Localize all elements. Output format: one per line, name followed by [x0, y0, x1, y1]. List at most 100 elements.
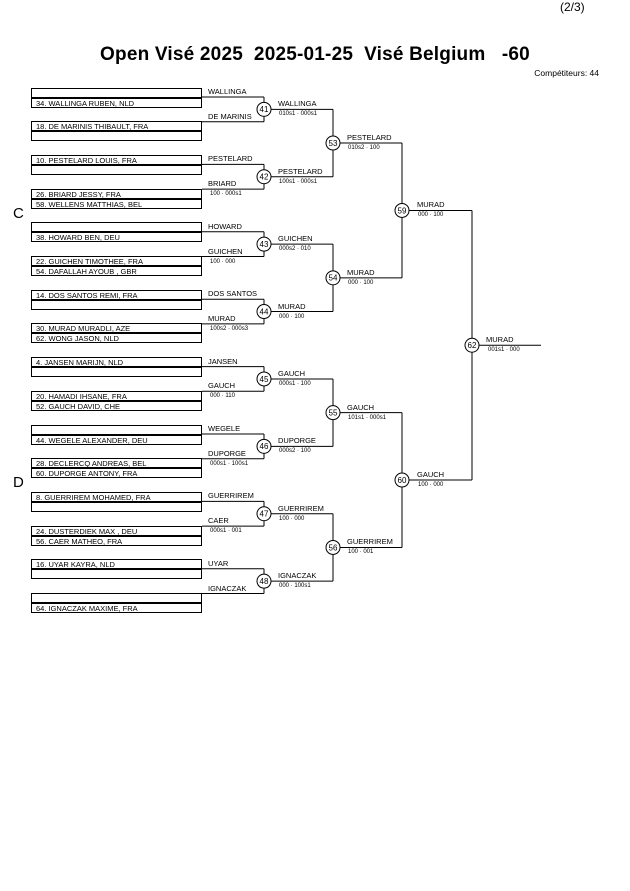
- match-circle: [325, 405, 341, 421]
- competitor-count: Compétiteurs: 44: [534, 68, 599, 78]
- r2-score: 000 · 100s1: [279, 583, 311, 590]
- entry-box: 22. GUICHEN TIMOTHEE, FRA: [31, 256, 202, 266]
- r4-winner-name: GAUCH: [417, 470, 445, 480]
- r3-score: 010s2 · 100: [348, 145, 380, 152]
- r1-top-name: WALLINGA: [208, 87, 247, 96]
- match-number: 56: [329, 543, 338, 552]
- r1-score: 100 · 000: [210, 258, 236, 265]
- match-number: 47: [260, 510, 269, 519]
- r2-winner-name: PESTELARD: [278, 166, 323, 176]
- r2-score: 000s2 · 010: [279, 246, 311, 253]
- r2-winner-name: DUPORGE: [278, 436, 316, 446]
- match-number: 48: [260, 577, 269, 586]
- final-score: 001s1 · 000: [488, 347, 520, 354]
- match-number: 54: [329, 274, 338, 283]
- entry-box: 10. PESTELARD LOUIS, FRA: [31, 154, 202, 165]
- r1-bottom-name: MURAD: [208, 313, 236, 323]
- entry-box: [31, 593, 202, 603]
- r2-score: 100 · 000: [279, 515, 305, 522]
- pool-label-d: D: [13, 474, 24, 491]
- r1-score: 100 · 000s1: [210, 191, 242, 198]
- r2-winner-name: GAUCH: [278, 368, 306, 378]
- entry-box: 18. DE MARINIS THIBAULT, FRA: [31, 121, 202, 132]
- entry-box: [31, 569, 202, 580]
- match-circle: [325, 135, 341, 151]
- match-number: 60: [398, 476, 407, 485]
- entry-box: 38. HOWARD BEN, DEU: [31, 232, 202, 243]
- r3-score: 100 · 001: [348, 549, 374, 556]
- page-title: Open Visé 2025 2025-01-25 Visé Belgium -…: [100, 44, 530, 65]
- match-circle: [325, 539, 341, 555]
- entry-box: 8. GUERRIREM MOHAMED, FRA: [31, 491, 202, 502]
- r2-winner-name: MURAD: [278, 301, 306, 311]
- entry-box: 44. WEGELE ALEXANDER, DEU: [31, 434, 202, 445]
- match-number: 42: [260, 173, 269, 182]
- entry-box: [31, 164, 202, 175]
- match-number: 41: [260, 105, 269, 114]
- entry-box: 34. WALLINGA RUBEN, NLD: [31, 97, 202, 108]
- r1-score: 000s1 · 001: [210, 528, 242, 535]
- r3-winner-name: MURAD: [347, 267, 375, 277]
- entry-box: [31, 501, 202, 512]
- r2-score: 000s1 · 100: [279, 380, 311, 387]
- entry-box: 58. WELLENS MATTHIAS, BEL: [31, 198, 202, 209]
- match-number: 53: [329, 139, 338, 148]
- r3-winner-name: PESTELARD: [347, 133, 392, 143]
- r2-score: 000 · 100: [279, 313, 305, 320]
- entry-box: 52. GAUCH DAVID, CHE: [31, 400, 202, 411]
- match-number: 55: [329, 408, 338, 417]
- r2-score: 010s1 · 000s1: [279, 111, 318, 118]
- r1-bottom-name: BRIARD: [208, 179, 237, 189]
- r4-winner-name: MURAD: [417, 200, 445, 210]
- r3-score: 101s1 · 000s1: [348, 414, 387, 421]
- r1-bottom-name: DE MARINIS: [208, 111, 252, 121]
- r4-score: 000 · 100: [418, 212, 444, 219]
- entry-box: 20. HAMADI IHSANE, FRA: [31, 390, 202, 401]
- r2-winner-name: GUICHEN: [278, 234, 313, 244]
- match-circle: [256, 236, 272, 252]
- r3-score: 000 · 100: [348, 279, 374, 286]
- r2-score: 000s2 · 100: [279, 448, 311, 455]
- entry-box: 14. DOS SANTOS REMI, FRA: [31, 289, 202, 300]
- r3-winner-name: GUERRIREM: [347, 537, 393, 547]
- entry-box: [31, 222, 202, 233]
- r2-winner-name: IGNACZAK: [278, 571, 317, 581]
- r1-bottom-name: GUICHEN: [208, 246, 243, 256]
- match-circle: [256, 573, 272, 589]
- r1-top-name: GUERRIREM: [208, 491, 254, 501]
- entry-box: [31, 424, 202, 435]
- entry-box: 30. MURAD MURADLI, AZE: [31, 323, 202, 334]
- match-circle: [256, 304, 272, 320]
- match-circle: [256, 101, 272, 117]
- match-circle: [325, 270, 341, 286]
- r1-top-name: HOWARD: [208, 221, 242, 231]
- r1-top-name: WEGELE: [208, 424, 241, 433]
- final-winner-name: MURAD: [486, 335, 514, 345]
- entry-box: 4. JANSEN MARIJN, NLD: [31, 357, 202, 368]
- r3-winner-name: GAUCH: [347, 402, 375, 412]
- match-circle: [394, 202, 410, 218]
- r1-bottom-name: GAUCH: [208, 381, 236, 391]
- entry-box: 28. DECLERCQ ANDREAS, BEL: [31, 458, 202, 469]
- entry-box: 62. WONG JASON, NLD: [31, 333, 202, 344]
- match-number: 45: [260, 375, 269, 384]
- match-circle: [256, 506, 272, 522]
- match-circle: [256, 169, 272, 185]
- page-number: (2/3): [560, 0, 585, 14]
- match-number: 44: [260, 307, 269, 316]
- r1-bottom-name: CAER: [208, 516, 229, 526]
- entry-box: [31, 131, 202, 142]
- r1-top-name: DOS SANTOS: [208, 289, 258, 299]
- entry-box: [31, 367, 202, 378]
- entry-box: [31, 87, 202, 98]
- entry-box: 54. DAFALLAH AYOUB , GBR: [31, 266, 202, 276]
- r1-top-name: PESTELARD: [208, 154, 253, 164]
- r1-bottom-name: IGNACZAK: [208, 583, 247, 593]
- r1-score: 000s1 · 100s1: [210, 460, 249, 467]
- entry-box: 24. DUSTERDIEK MAX , DEU: [31, 525, 202, 536]
- entry-box: 56. CAER MATHEO, FRA: [31, 535, 202, 546]
- r2-score: 100s1 · 000s1: [279, 178, 318, 185]
- entry-box: 64. IGNACZAK MAXIME, FRA: [31, 603, 202, 613]
- match-circle: [256, 371, 272, 387]
- r4-score: 100 · 000: [418, 482, 444, 489]
